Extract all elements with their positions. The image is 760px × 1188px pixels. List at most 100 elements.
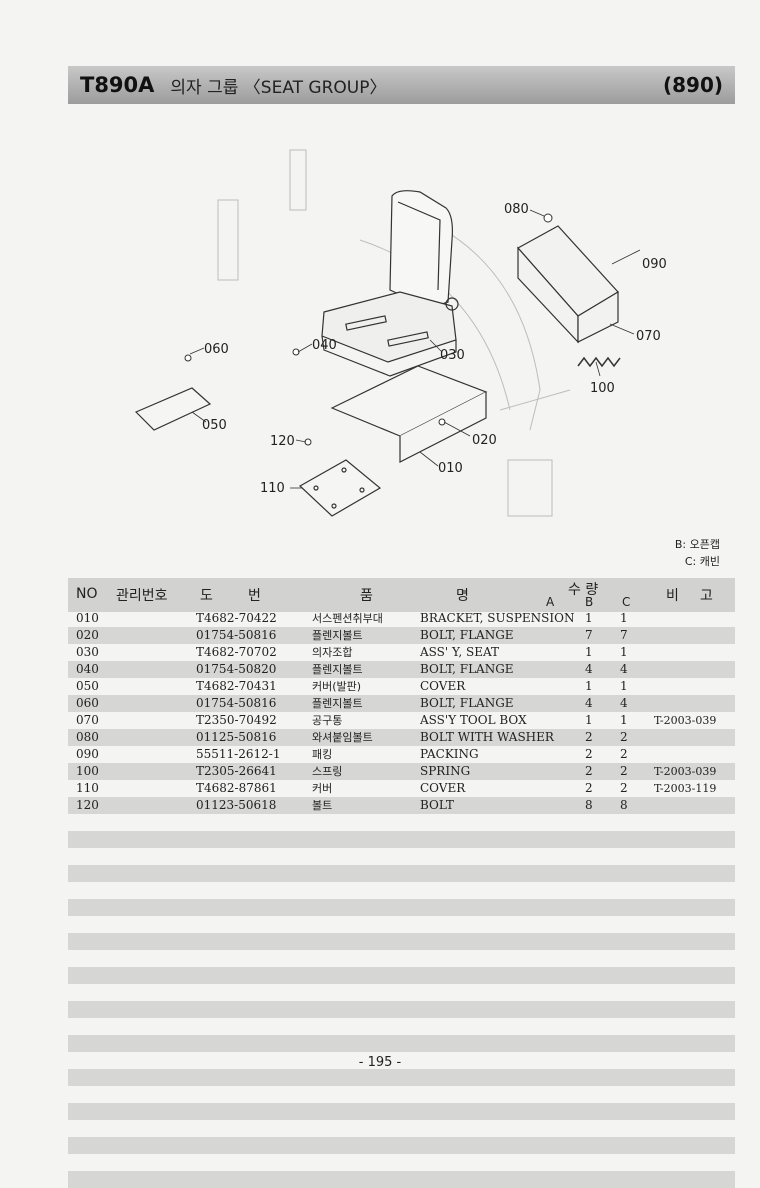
cell-qty-c: 2	[620, 781, 628, 795]
col-remarks-2: 고	[700, 588, 713, 604]
callout-label: 060	[204, 342, 229, 357]
cell-no: 120	[76, 798, 99, 812]
table-row-empty	[68, 1171, 735, 1188]
table-row: 050 T4682-70431 커버(발판) COVER 1 1	[68, 678, 735, 695]
col-drawing-no-1: 도	[200, 588, 213, 604]
cell-qty-b: 7	[585, 628, 593, 642]
col-remarks-1: 비	[666, 588, 679, 604]
floor-cover	[134, 387, 212, 431]
cell-drawing: 01754-50820	[196, 662, 277, 676]
exploded-parts-diagram: 080 090 070 100 060 040 030 050 120 020 …	[134, 149, 667, 517]
col-qty-a: A	[546, 595, 555, 609]
cell-drawing: T4682-70431	[196, 679, 277, 693]
table-row-empty	[68, 1103, 735, 1120]
cell-name-kr: 의자조합	[312, 646, 353, 659]
cell-qty-c: 2	[620, 764, 628, 778]
cell-no: 030	[76, 645, 99, 659]
cell-name-en: BOLT, FLANGE	[420, 696, 514, 710]
cell-name-en: BOLT, FLANGE	[420, 662, 514, 676]
cell-drawing: T4682-87861	[196, 781, 277, 795]
cell-drawing: 01125-50816	[196, 730, 277, 744]
cell-no: 020	[76, 628, 99, 642]
cell-name-kr: 플렌지볼트	[312, 697, 363, 710]
cell-drawing: 01123-50618	[196, 798, 277, 812]
cell-qty-c: 4	[620, 696, 628, 710]
cell-name-en: BOLT WITH WASHER	[420, 730, 554, 744]
cell-name-kr: 서스펜션취부대	[312, 612, 383, 625]
table-row-empty	[68, 1086, 735, 1103]
seat-assembly	[321, 190, 459, 377]
table-row-empty	[68, 1035, 735, 1052]
col-drawing-no-2: 번	[248, 588, 261, 604]
parts-table-header: NO 관리번호 도 번 품 명 수 량 A B C 비 고	[68, 578, 735, 612]
cell-name-en: BRACKET, SUSPENSION	[420, 611, 575, 625]
spring-part	[577, 356, 621, 368]
table-row: 120 01123-50618 볼트 BOLT 8 8	[68, 797, 735, 814]
cell-no: 090	[76, 747, 99, 761]
cell-drawing: 01754-50816	[196, 696, 277, 710]
cell-qty-b: 1	[585, 645, 593, 659]
cell-name-kr: 패킹	[312, 748, 333, 761]
cell-drawing: T4682-70422	[196, 611, 277, 625]
cell-qty-b: 1	[585, 713, 593, 727]
cell-qty-b: 1	[585, 611, 593, 625]
col-management-no: 관리번호	[116, 588, 168, 604]
cell-no: 050	[76, 679, 99, 693]
table-row-empty	[68, 814, 735, 831]
table-row-empty	[68, 848, 735, 865]
table-row-empty	[68, 899, 735, 916]
callout-label: 090	[642, 257, 667, 272]
callout-label: 030	[440, 348, 465, 363]
table-row: 080 01125-50816 와셔붙임볼트 BOLT WITH WASHER …	[68, 729, 735, 746]
col-qty-b: B	[585, 595, 594, 609]
table-row: 110 T4682-87861 커버 COVER 2 2 T-2003-119	[68, 780, 735, 797]
page-code: (890)	[662, 73, 723, 97]
bolt-washer-part	[543, 213, 553, 223]
cell-qty-b: 2	[585, 747, 593, 761]
model-code: T890A	[80, 73, 155, 97]
cell-name-en: BOLT	[420, 798, 454, 812]
cell-name-kr: 플렌지볼트	[312, 663, 363, 676]
table-row: 070 T2350-70492 공구통 ASS'Y TOOL BOX 1 1 T…	[68, 712, 735, 729]
callout-label: 120	[270, 434, 295, 449]
table-row: 030 T4682-70702 의자조합 ASS' Y, SEAT 1 1	[68, 644, 735, 661]
callout-label: 010	[438, 461, 463, 476]
table-row: 040 01754-50820 플렌지볼트 BOLT, FLANGE 4 4	[68, 661, 735, 678]
cell-qty-c: 1	[620, 611, 628, 625]
cell-drawing: 01754-50816	[196, 628, 277, 642]
cell-qty-b: 2	[585, 764, 593, 778]
cell-name-kr: 볼트	[312, 799, 333, 812]
table-row-empty	[68, 1137, 735, 1154]
table-row-empty	[68, 831, 735, 848]
table-row: 010 T4682-70422 서스펜션취부대 BRACKET, SUSPENS…	[68, 610, 735, 627]
callout-label: 100	[590, 381, 615, 396]
cell-qty-b: 2	[585, 781, 593, 795]
cell-name-en: SPRING	[420, 764, 471, 778]
cell-qty-b: 4	[585, 696, 593, 710]
callout-label: 110	[260, 481, 285, 496]
cell-no: 010	[76, 611, 99, 625]
cell-no: 070	[76, 713, 99, 727]
table-row: 060 01754-50816 플렌지볼트 BOLT, FLANGE 4 4	[68, 695, 735, 712]
cell-name-kr: 공구통	[312, 714, 343, 727]
bolts	[184, 348, 446, 446]
table-row-empty	[68, 1001, 735, 1018]
parts-table-body: 010 T4682-70422 서스펜션취부대 BRACKET, SUSPENS…	[68, 610, 735, 1188]
legend-cabin: C: 캐빈	[684, 555, 720, 568]
callout-label: 080	[504, 202, 529, 217]
page-header: T890A 의자 그룹 〈SEAT GROUP〉 (890)	[68, 66, 735, 104]
cell-qty-c: 2	[620, 730, 628, 744]
tool-box	[517, 225, 619, 344]
cell-name-en: ASS' Y, SEAT	[420, 645, 500, 659]
table-row: 100 T2305-26641 스프링 SPRING 2 2 T-2003-03…	[68, 763, 735, 780]
cell-name-kr: 스프링	[312, 765, 343, 778]
table-row-empty	[68, 865, 735, 882]
cell-drawing: T4682-70702	[196, 645, 277, 659]
table-row-empty	[68, 1120, 735, 1137]
leader-lines	[189, 209, 641, 489]
group-title: 의자 그룹 〈SEAT GROUP〉	[170, 77, 387, 98]
cell-drawing: T2305-26641	[196, 764, 277, 778]
cell-qty-b: 2	[585, 730, 593, 744]
table-row-empty	[68, 916, 735, 933]
table-row-empty	[68, 950, 735, 967]
